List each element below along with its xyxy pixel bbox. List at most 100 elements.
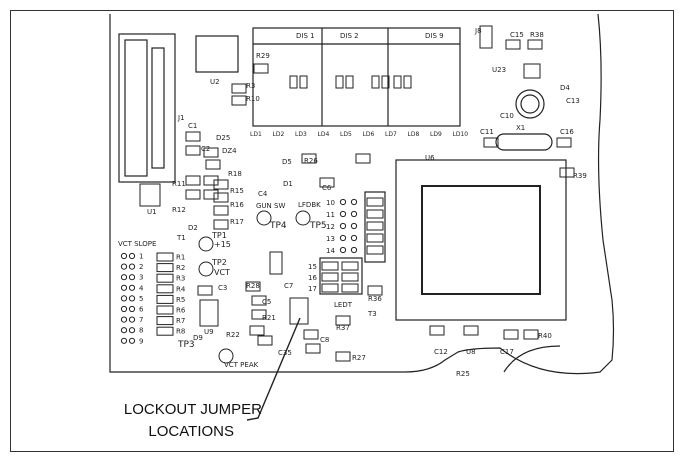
passive-component <box>319 177 335 188</box>
resistor-r-list <box>156 326 174 336</box>
label-dis9: DIS 9 <box>425 32 444 40</box>
passive-component <box>231 95 247 106</box>
label-u9: U9 <box>204 328 214 336</box>
label-c2: C2 <box>201 145 210 153</box>
label-c10: C10 <box>500 112 514 120</box>
label-r39: R39 <box>573 172 587 180</box>
label-r28: R28 <box>246 282 260 290</box>
resistor-r-list-label: R1 <box>176 254 185 262</box>
resistor-r-list-label: R3 <box>176 275 185 283</box>
small-ic <box>269 251 283 275</box>
pin-left-circle <box>128 295 136 302</box>
led-label: LD3 <box>295 131 307 138</box>
label-r38: R38 <box>530 31 544 39</box>
jumper-pad-low <box>341 283 359 293</box>
label-tp3: TP3 <box>177 340 195 350</box>
pin-mid-circle <box>339 198 347 206</box>
label-c17: C17 <box>500 348 514 356</box>
label-r22: R22 <box>226 331 240 339</box>
display-led <box>345 75 354 89</box>
led-label: LD8 <box>408 131 420 138</box>
pin-mid-number: 11 <box>326 211 335 219</box>
pin-left-number: 8 <box>139 327 143 335</box>
pin-left-circle <box>120 305 128 313</box>
test-point <box>198 236 214 252</box>
pin-mid-circle <box>339 246 347 254</box>
passive-component <box>185 175 201 186</box>
label-r36: R36 <box>368 295 382 303</box>
led-label: LD2 <box>273 131 285 138</box>
pin-mid-circle <box>350 210 358 218</box>
label-tp2: TP2 <box>211 258 227 267</box>
label-c16: C16 <box>560 128 574 136</box>
small-ic <box>199 299 219 327</box>
pin-left-circle <box>120 337 128 344</box>
pin-mid-circle <box>339 210 347 218</box>
pin-left-circle <box>128 263 136 270</box>
label-r15: R15 <box>230 187 244 195</box>
jumper-pad <box>366 209 384 219</box>
passive-component <box>429 325 445 336</box>
label-j8: J8 <box>474 27 482 35</box>
label-c4: C4 <box>258 190 268 198</box>
label-c13: C13 <box>566 97 580 105</box>
label-tp5: TP5 <box>309 221 327 231</box>
resistor-r-list <box>156 305 174 315</box>
passive-component <box>503 329 519 340</box>
resistor-r-list-label: R2 <box>176 264 185 272</box>
passive-component <box>559 167 575 178</box>
pin-left-circle <box>120 252 128 260</box>
display-led <box>403 75 412 89</box>
label-vct-slope: VCT SLOPE <box>118 240 156 248</box>
led-label: LD7 <box>385 131 397 138</box>
label-d9: D9 <box>193 334 203 342</box>
jumper-pad <box>366 197 384 207</box>
label-u23: U23 <box>492 66 506 74</box>
label-c7: C7 <box>284 282 293 290</box>
label-dis1: DIS 1 <box>296 32 315 40</box>
label-j1: J1 <box>177 114 185 122</box>
led-label: LD5 <box>340 131 352 138</box>
pin-left-number: 1 <box>139 253 143 261</box>
label-r26: R26 <box>304 157 318 165</box>
label-t1: T1 <box>176 234 186 242</box>
passive-component <box>185 131 201 142</box>
resistor-r-list <box>156 294 174 304</box>
label-r16: R16 <box>230 201 244 209</box>
passive-component <box>301 153 317 164</box>
label-c8: C8 <box>320 336 329 344</box>
test-point <box>256 210 272 226</box>
pin-mid-circle <box>350 222 358 230</box>
passive-component <box>213 205 229 216</box>
pin-left-number: 6 <box>139 306 144 314</box>
label-u1: U1 <box>147 208 157 216</box>
display-led <box>393 75 402 89</box>
pin-left-circle <box>128 316 136 323</box>
passive-component <box>527 39 543 50</box>
label-ledt: LEDT <box>334 301 353 309</box>
passive-component <box>185 145 201 156</box>
label-r10: R10 <box>246 95 260 103</box>
pin-low-number: 15 <box>308 263 317 271</box>
label-r18: R18 <box>228 170 242 178</box>
passive-component <box>213 179 229 190</box>
label-c11: C11 <box>480 128 494 136</box>
passive-component <box>197 285 213 296</box>
pin-left-circle <box>120 274 128 281</box>
small-ic <box>289 297 309 325</box>
display-led <box>299 75 308 89</box>
passive-component <box>483 137 499 148</box>
label-d2: D2 <box>188 224 198 232</box>
label-tp1: TP1 <box>211 231 227 240</box>
jumper-pad-low <box>341 261 359 271</box>
pin-left-circle <box>128 305 136 313</box>
label-r11: R11 <box>172 180 186 188</box>
resistor-r-list-label: R8 <box>176 328 185 336</box>
display-led <box>335 75 344 89</box>
label-c12: C12 <box>434 348 448 356</box>
pin-left-circle <box>128 274 136 281</box>
passive-component <box>251 295 267 306</box>
label-d25: D25 <box>216 134 230 142</box>
pin-left-number: 9 <box>139 337 143 345</box>
pin-left-circle <box>120 327 128 334</box>
